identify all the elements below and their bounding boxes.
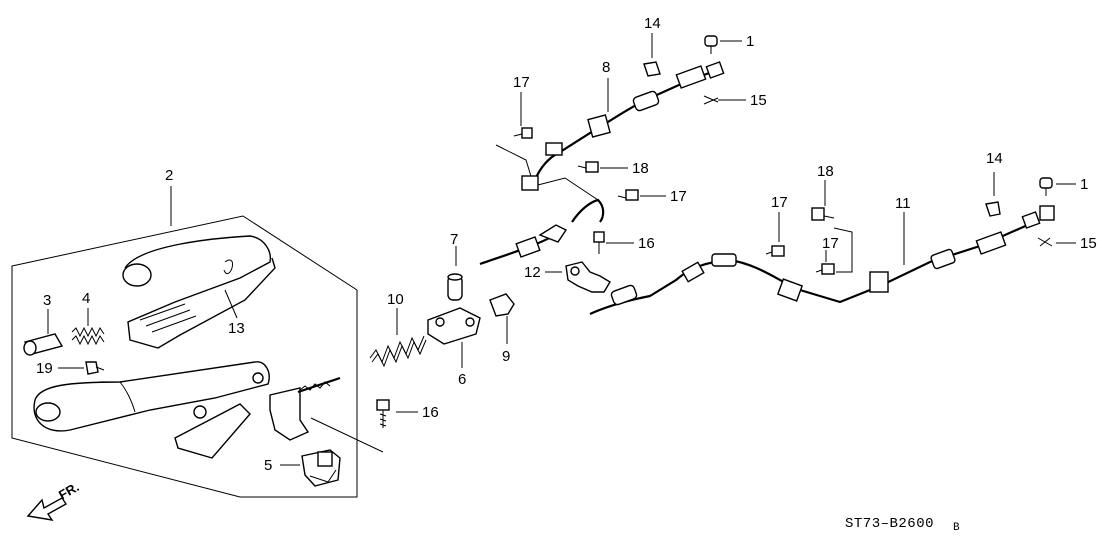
callout-5: 5	[264, 457, 272, 474]
front-arrow-icon	[26, 497, 68, 521]
callout-7: 7	[450, 231, 458, 248]
callout-17-c: 17	[771, 194, 788, 211]
callout-14-lower: 14	[986, 150, 1003, 167]
callout-18-a: 18	[632, 160, 649, 177]
callout-10: 10	[387, 291, 404, 308]
callout-3: 3	[43, 292, 51, 309]
front-direction-indicator: FR.	[26, 479, 82, 521]
callout-17-d: 17	[822, 235, 839, 252]
callout-17-b: 17	[670, 188, 687, 205]
callout-2: 2	[165, 167, 173, 184]
part-17-bolt-b	[617, 189, 666, 201]
part-1-bolt-lower	[1039, 177, 1076, 196]
part-17-bolt-d	[815, 250, 835, 275]
callout-4: 4	[82, 290, 90, 307]
callout-6: 6	[458, 371, 466, 388]
lever-cover	[122, 235, 276, 349]
diagram-code-suffix: B	[953, 522, 960, 534]
part-1-bolt-upper	[704, 35, 742, 54]
part-16-bolt-upper	[593, 231, 634, 254]
part-14-clip-upper	[643, 33, 661, 77]
callout-8: 8	[602, 59, 610, 76]
part-6-equalizer	[427, 307, 481, 368]
part-10-spring	[369, 308, 427, 368]
callout-14-upper: 14	[644, 15, 661, 32]
callout-19: 19	[36, 360, 53, 377]
part-19-screw	[58, 361, 105, 375]
part-9-cap	[489, 293, 515, 344]
callout-15-upper: 15	[750, 92, 767, 109]
part-14-clip-lower	[985, 172, 1001, 217]
part-5-switch	[280, 449, 341, 487]
part-18-bolt-b	[811, 180, 835, 221]
part-12-bracket	[545, 261, 611, 293]
callout-16-upper: 16	[638, 235, 655, 252]
diagram-code-text: ST73–B2600	[845, 516, 934, 532]
part-18-bolt-a	[577, 161, 628, 173]
part-15-clip-lower	[1037, 237, 1076, 247]
part-7-pin	[447, 246, 463, 301]
lever-group-outline	[11, 215, 358, 498]
callout-9: 9	[502, 348, 510, 365]
callout-15-lower: 15	[1080, 235, 1097, 252]
callout-16-lower: 16	[422, 404, 439, 421]
part-17-bolt-c	[765, 212, 785, 257]
callout-12: 12	[524, 264, 541, 281]
callout-18-b: 18	[817, 163, 834, 180]
diagram-code: ST73–B2600 B	[845, 516, 960, 534]
callout-17-a: 17	[513, 74, 530, 91]
part-16-bolt-lower	[310, 399, 418, 453]
callout-13: 13	[228, 320, 245, 337]
right-rear-cable	[589, 205, 1055, 316]
brake-lever-handle	[33, 361, 341, 459]
callout-1-upper: 1	[746, 33, 754, 50]
part-17-bolt-a	[513, 92, 533, 139]
left-rear-cable	[479, 61, 725, 266]
callout-1-lower: 1	[1080, 176, 1088, 193]
part-15-clip-upper	[703, 95, 746, 105]
lever-assembly-group	[11, 186, 358, 498]
part-3-stopper	[23, 309, 64, 356]
callout-11: 11	[895, 195, 911, 212]
callout-labels: 1 1 2 3 4 5 6 7 8 9 10 11 12 13 14 14 15…	[36, 15, 1097, 474]
part-4-spring	[71, 308, 105, 346]
